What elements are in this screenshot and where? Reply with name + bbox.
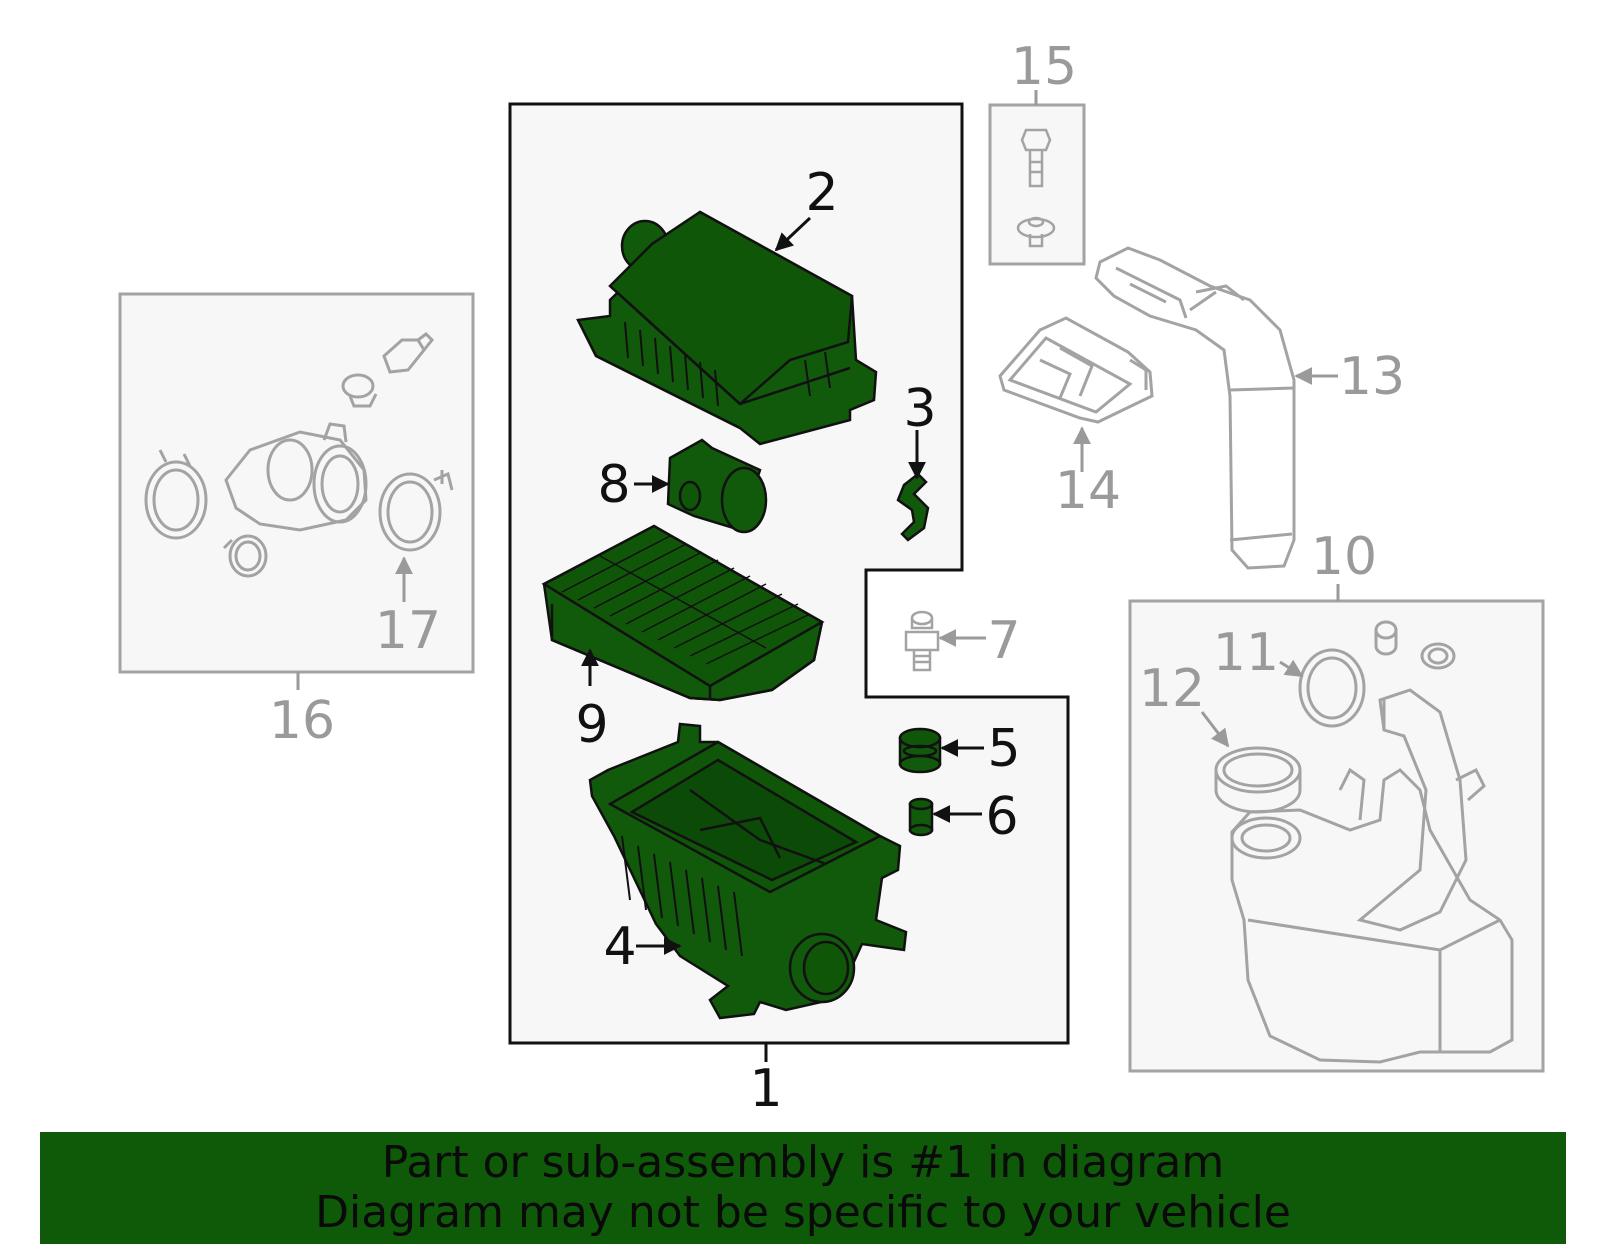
leaders-dark [581, 216, 984, 1062]
part-14-bracket [998, 316, 1154, 424]
part-16-sensor-plug [341, 332, 435, 408]
part-4-housing[interactable] [588, 722, 908, 1020]
callout-1: 1 [749, 1059, 782, 1119]
callout-5: 5 [987, 719, 1020, 779]
callout-17: 17 [375, 601, 441, 661]
part-11-ring [1298, 648, 1366, 728]
part-5-grommet[interactable] [898, 727, 942, 774]
leaders-grey [296, 90, 1340, 748]
callout-2: 2 [805, 163, 838, 223]
callout-7: 7 [987, 611, 1020, 671]
callout-4: 4 [603, 917, 636, 977]
part-10-caps [1374, 620, 1456, 670]
callout-8: 8 [597, 455, 630, 515]
part-17-seal [378, 470, 454, 552]
callout-15: 15 [1011, 37, 1077, 97]
callout-3: 3 [903, 379, 936, 439]
callout-9: 9 [575, 695, 608, 755]
panel-10 [1128, 599, 1545, 1073]
part-10-resonator [1230, 688, 1514, 1064]
part-16-throttle [144, 422, 368, 578]
part-12-gasket [1214, 746, 1302, 814]
part-15-hardware [1016, 128, 1056, 248]
part-8-sensor[interactable] [666, 438, 768, 534]
part-6-bushing[interactable] [908, 797, 934, 837]
callout-13: 13 [1339, 347, 1405, 407]
banner-line-2: Diagram may not be specific to your vehi… [315, 1187, 1291, 1238]
banner-line-1: Part or sub-assembly is #1 in diagram [381, 1137, 1225, 1188]
callout-10: 10 [1311, 527, 1377, 587]
part-3-clip[interactable] [896, 472, 930, 542]
callout-6: 6 [985, 787, 1018, 847]
callout-11: 11 [1213, 623, 1279, 683]
part-7-bolt [904, 610, 940, 672]
part-13-duct [1094, 246, 1296, 570]
info-banner: Part or sub-assembly is #1 in diagram Di… [40, 1132, 1566, 1244]
callout-16: 16 [269, 691, 335, 751]
part-2-cover[interactable] [576, 210, 878, 446]
callout-14: 14 [1055, 461, 1121, 521]
callout-12: 12 [1139, 659, 1205, 719]
